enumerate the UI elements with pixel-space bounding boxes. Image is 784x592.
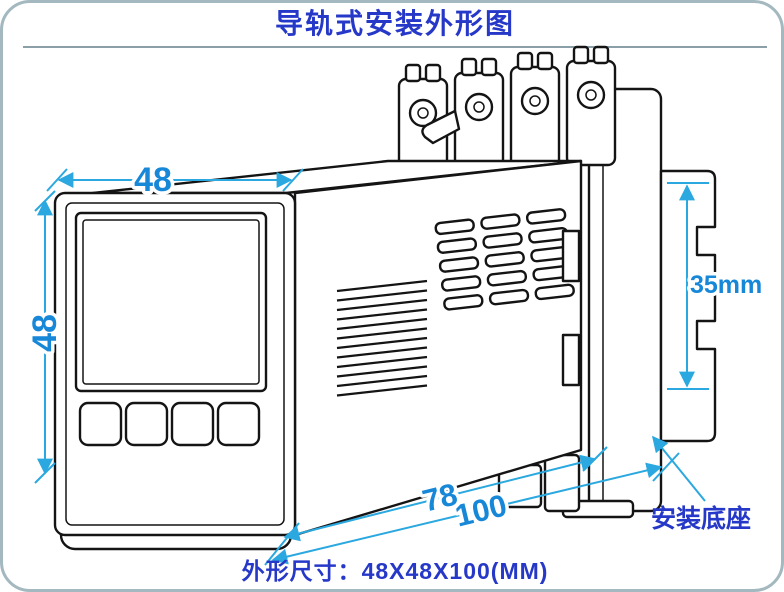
front-button-2 — [124, 401, 169, 447]
terminal-screw-icon — [576, 80, 606, 110]
page-title: 导轨式安装外形图 — [275, 7, 515, 39]
dimension-rail-height: 35mm — [667, 182, 766, 390]
terminal-blocks — [397, 45, 617, 173]
release-lever — [421, 109, 461, 145]
display-window — [74, 211, 268, 393]
dim-label-width: 48 — [134, 161, 172, 199]
dim-label-rail-height: 35mm — [690, 271, 762, 299]
outline-size-text: 外形尺寸：48X48X100(MM) — [242, 558, 549, 584]
terminal-screw-icon — [520, 86, 550, 116]
rear-tab — [561, 333, 581, 387]
terminal-screw-icon — [408, 98, 438, 128]
dimension-panel-height: 48 — [23, 190, 68, 484]
front-button-3 — [170, 401, 215, 447]
dimension-panel-width: 48 — [46, 158, 304, 203]
front-button-4 — [216, 401, 261, 447]
front-button-1 — [78, 401, 123, 447]
vent-slot-grid — [434, 208, 575, 311]
dim-label-height: 48 — [26, 314, 64, 352]
rear-tab — [561, 229, 581, 283]
mount-base-label: 安装底座 — [651, 504, 751, 533]
outline-drawing-svg: 导轨式安装外形图 — [23, 7, 767, 584]
terminal-screw-icon — [464, 92, 494, 122]
dim-label-total-depth: 100 — [452, 487, 510, 533]
vent-slats — [336, 279, 428, 397]
front-panel — [53, 191, 297, 551]
mount-base-callout: 安装底座 — [651, 435, 751, 533]
